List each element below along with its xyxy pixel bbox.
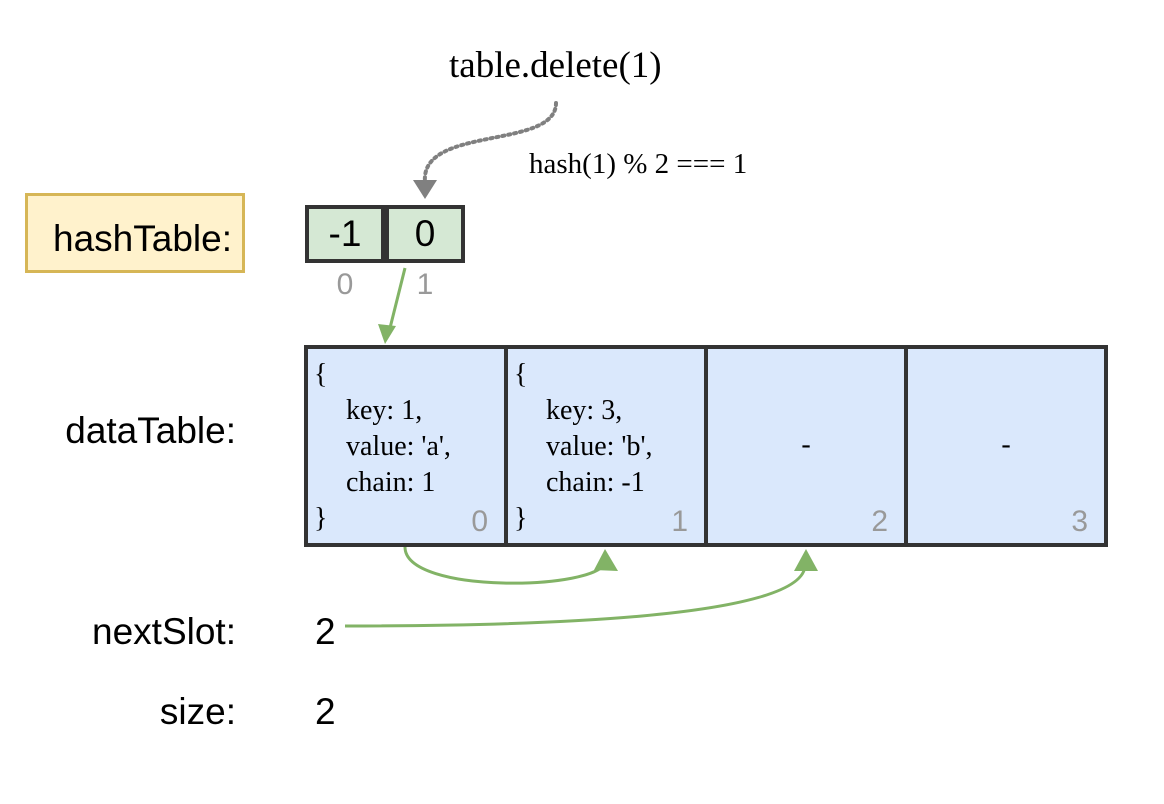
- nextslot-arrow: [344, 564, 807, 628]
- lookup-arrowhead: [413, 180, 437, 199]
- entry-close-brace: }: [514, 503, 528, 534]
- size-label: size:: [159, 691, 236, 732]
- datatable-index-1: 1: [671, 505, 688, 538]
- entry-value: value: 'b',: [546, 431, 653, 462]
- chain-arrow: [403, 546, 607, 585]
- hashtable-pointer-arrow: [388, 267, 407, 329]
- hashtable-index-1: 1: [416, 268, 434, 301]
- hashtable-cell-1: 0: [385, 205, 465, 263]
- entry-object: { key: 1, value: 'a', chain: 1}: [314, 357, 451, 537]
- entry-key: key: 3,: [546, 395, 623, 426]
- datatable-cell-0: { key: 1, value: 'a', chain: 1} 0: [304, 345, 508, 547]
- entry-object: { key: 3, value: 'b', chain: -1}: [514, 357, 653, 537]
- hashtable-label: hashTable:: [53, 218, 232, 259]
- entry-close-brace: }: [314, 503, 328, 534]
- datatable-index-2: 2: [871, 505, 888, 538]
- empty-slot-dash: -: [1001, 429, 1011, 460]
- entry-chain: chain: 1: [346, 467, 436, 498]
- entry-chain: chain: -1: [546, 467, 645, 498]
- entry-key: key: 1,: [346, 395, 423, 426]
- empty-slot-dash: -: [801, 429, 811, 460]
- operation-title: table.delete(1): [449, 45, 662, 86]
- hashtable-label-box: hashTable:: [25, 193, 245, 273]
- nextslot-value: 2: [315, 611, 336, 652]
- nextslot-label: nextSlot:: [92, 611, 236, 652]
- datatable-index-0: 0: [471, 505, 488, 538]
- datatable-cell-2: - 2: [704, 345, 908, 547]
- nextslot-arrowhead: [794, 549, 818, 571]
- lookup-dotted-arrow: [422, 101, 558, 184]
- hashtable-index-0: 0: [336, 268, 354, 301]
- datatable-cell-3: - 3: [904, 345, 1108, 547]
- entry-value: value: 'a',: [346, 431, 451, 462]
- entry-open-brace: {: [514, 359, 528, 390]
- hashtable-pointer-arrowhead: [378, 324, 396, 344]
- entry-open-brace: {: [314, 359, 328, 390]
- hash-note: hash(1) % 2 === 1: [529, 148, 748, 180]
- datatable-index-3: 3: [1071, 505, 1088, 538]
- chain-arrowhead: [594, 549, 618, 571]
- datatable-label: dataTable:: [65, 410, 236, 451]
- hashtable-cell-0: -1: [305, 205, 385, 263]
- size-value: 2: [315, 691, 336, 732]
